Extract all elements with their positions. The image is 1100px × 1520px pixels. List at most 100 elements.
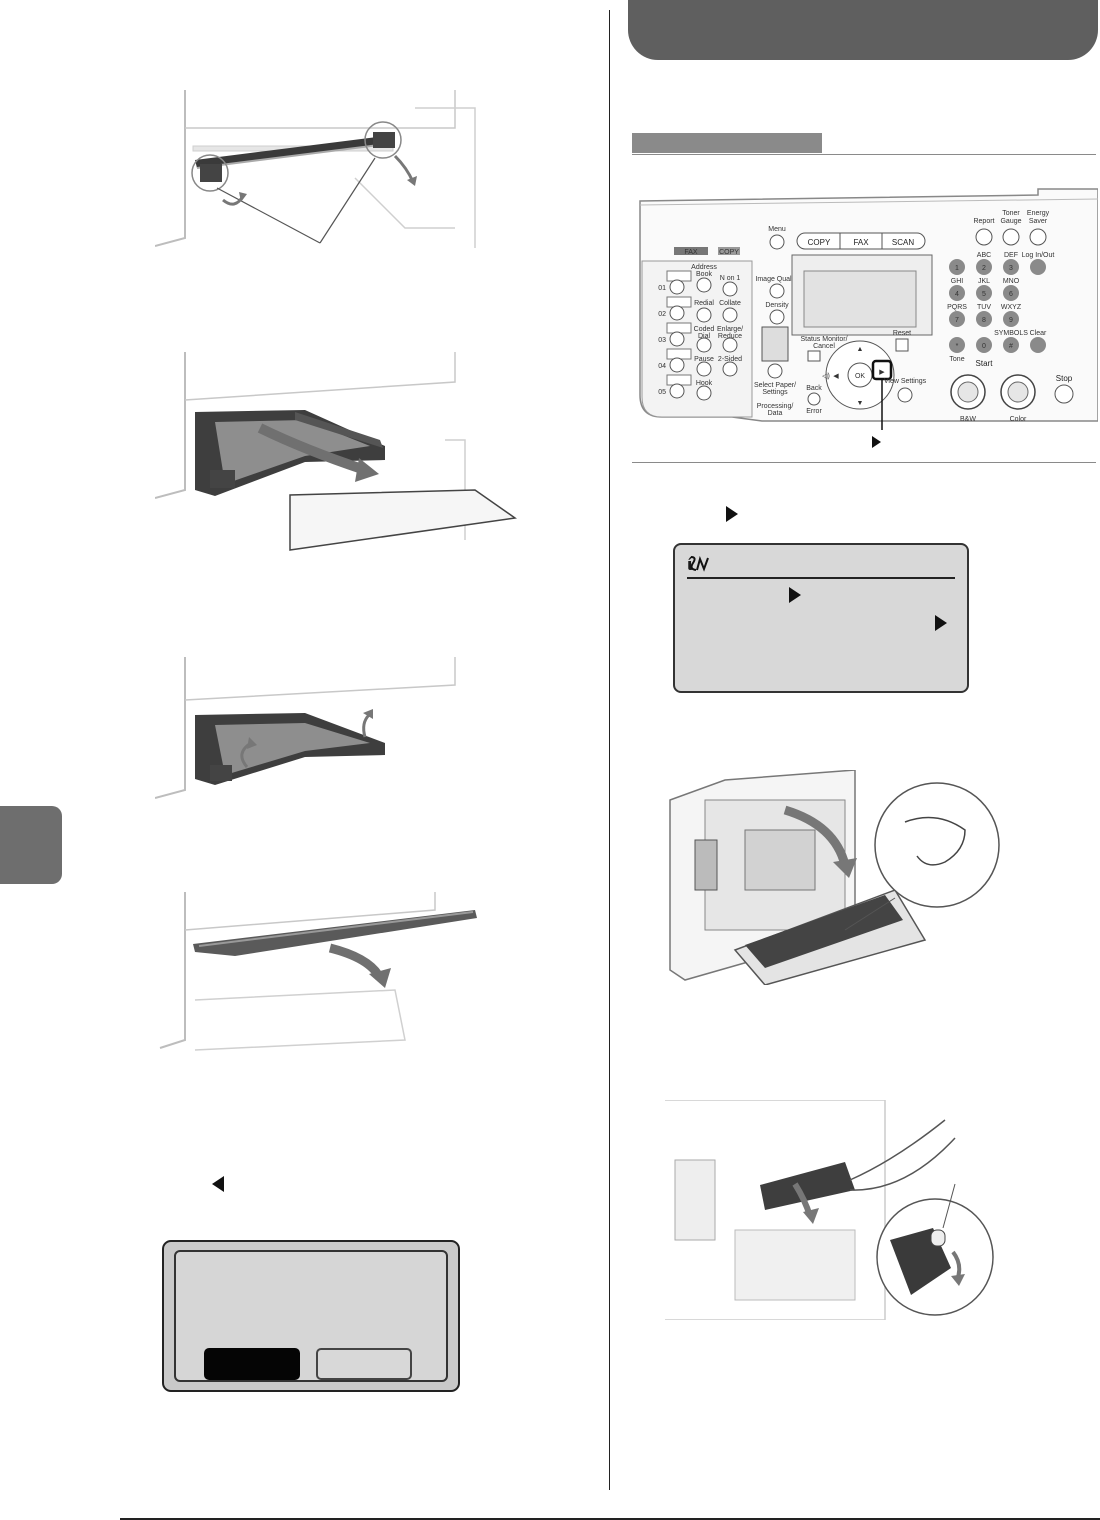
lcd-title-rule (687, 577, 955, 579)
illustration-close-cover (155, 890, 485, 1055)
key-3[interactable]: 3 (1009, 265, 1013, 272)
stop-key[interactable] (1055, 385, 1073, 403)
label-density: Density (765, 302, 789, 309)
label-error: Error (806, 408, 822, 415)
one-touch-02: 02 (658, 311, 666, 318)
control-panel-illustration: FAX COPY 01 02 03 04 05 Address Book Red… (632, 185, 1098, 430)
label-select-paper: Select Paper/ (754, 382, 796, 389)
label-energy-saver-2: Saver (1029, 218, 1048, 225)
key-8[interactable]: 8 (982, 317, 986, 324)
back-key[interactable] (808, 393, 820, 405)
label-address-book-1: Address (691, 264, 717, 271)
redial-key[interactable] (697, 308, 711, 322)
key-1[interactable]: 1 (955, 265, 959, 272)
label-log-in-out: Log In/Out (1022, 252, 1055, 259)
label-energy-saver-1: Energy (1027, 210, 1050, 217)
coded-dial-key[interactable] (697, 338, 711, 352)
lcd-screen: ί (673, 543, 969, 693)
subsection-bar (632, 133, 822, 153)
report-key[interactable] (976, 229, 992, 245)
key-2[interactable]: 2 (982, 265, 986, 272)
label-coded-dial-1: Coded (694, 326, 715, 333)
image-quality-key[interactable] (770, 284, 784, 298)
tab-copy: COPY (719, 249, 739, 256)
key-hash[interactable]: # (1009, 343, 1013, 350)
status-monitor-printer-icon (762, 327, 788, 361)
enlarge-reduce-key[interactable] (723, 338, 737, 352)
scan-mode-key[interactable]: SCAN (892, 238, 914, 247)
key-star[interactable]: * (956, 343, 959, 350)
label-wxyz: WXYZ (1001, 304, 1022, 311)
dialog-yes-button[interactable] (204, 1348, 300, 1380)
start-bw-diamond-icon (958, 382, 978, 402)
key-7[interactable]: 7 (955, 317, 959, 324)
column-divider (609, 10, 610, 1490)
panel-display (804, 271, 916, 327)
address-book-key[interactable] (697, 278, 711, 292)
tab-fax: FAX (684, 249, 698, 256)
label-def: DEF (1004, 252, 1018, 259)
label-ghi: GHI (951, 278, 964, 285)
key-6[interactable]: 6 (1009, 291, 1013, 298)
label-bw: B&W (960, 416, 976, 423)
triangle-right-icon (726, 506, 738, 522)
key-5[interactable]: 5 (982, 291, 986, 298)
lcd-arrow-right-icon (935, 615, 947, 631)
illustration-close-guide (155, 655, 485, 805)
label-stop: Stop (1056, 374, 1073, 383)
chapter-tab (0, 806, 62, 884)
copy-mode-key[interactable]: COPY (808, 238, 831, 247)
label-processing: Processing/ (757, 403, 794, 410)
label-redial: Redial (694, 300, 714, 307)
label-n-on-1: N on 1 (720, 275, 741, 282)
one-touch-05: 05 (658, 389, 666, 396)
toner-gauge-key[interactable] (1003, 229, 1019, 245)
n-on-1-key[interactable] (723, 282, 737, 296)
collate-key[interactable] (723, 308, 737, 322)
menu-key[interactable] (770, 235, 784, 249)
label-pqrs: PQRS (947, 304, 967, 311)
illustration-open-rear-cover (665, 770, 1005, 985)
fax-mode-key[interactable]: FAX (853, 238, 869, 247)
volume-icon: ◁) (822, 373, 830, 380)
view-settings-key[interactable] (898, 388, 912, 402)
label-status-monitor: Status Monitor/ (800, 336, 847, 343)
nav-up-icon: ▲ (857, 346, 864, 353)
two-sided-key[interactable] (723, 362, 737, 376)
energy-saver-key[interactable] (1030, 229, 1046, 245)
label-view-settings: View Settings (884, 378, 927, 385)
label-mno: MNO (1003, 278, 1020, 285)
reset-key[interactable] (896, 339, 908, 351)
density-key[interactable] (770, 310, 784, 324)
nav-right-icon: ▶ (879, 369, 885, 376)
label-report: Report (973, 218, 994, 225)
label-reset: Reset (893, 330, 911, 337)
dialog-no-button[interactable] (316, 1348, 412, 1380)
pause-key[interactable] (697, 362, 711, 376)
label-start: Start (976, 359, 994, 368)
label-collate: Collate (719, 300, 741, 307)
label-ok: OK (855, 373, 865, 380)
label-toner-gauge-2: Gauge (1000, 218, 1021, 225)
paper-jam-icon (687, 555, 711, 573)
subsection-rule (632, 154, 1096, 155)
label-toner-gauge-1: Toner (1002, 210, 1020, 217)
status-monitor-key[interactable] (808, 351, 820, 361)
key-9[interactable]: 9 (1009, 317, 1013, 324)
select-paper-key[interactable] (768, 364, 782, 378)
section-header (628, 0, 1098, 60)
hook-key[interactable] (697, 386, 711, 400)
nav-left-icon: ◀ (833, 373, 839, 380)
label-jkl: JKL (978, 278, 990, 285)
illustration-release-levers (155, 88, 485, 263)
key-4[interactable]: 4 (955, 291, 959, 298)
lcd-confirm-dialog (162, 1240, 460, 1392)
lcd-dialog-screen (174, 1250, 448, 1382)
key-0[interactable]: 0 (982, 343, 986, 350)
label-enlarge-1: Enlarge/ (717, 326, 743, 333)
label-tuv: TUV (977, 304, 991, 311)
illustration-inner-guide (665, 1100, 1000, 1320)
label-status-cancel: Cancel (813, 343, 835, 350)
nav-down-icon: ▼ (857, 400, 864, 407)
label-clear: Clear (1030, 330, 1047, 337)
